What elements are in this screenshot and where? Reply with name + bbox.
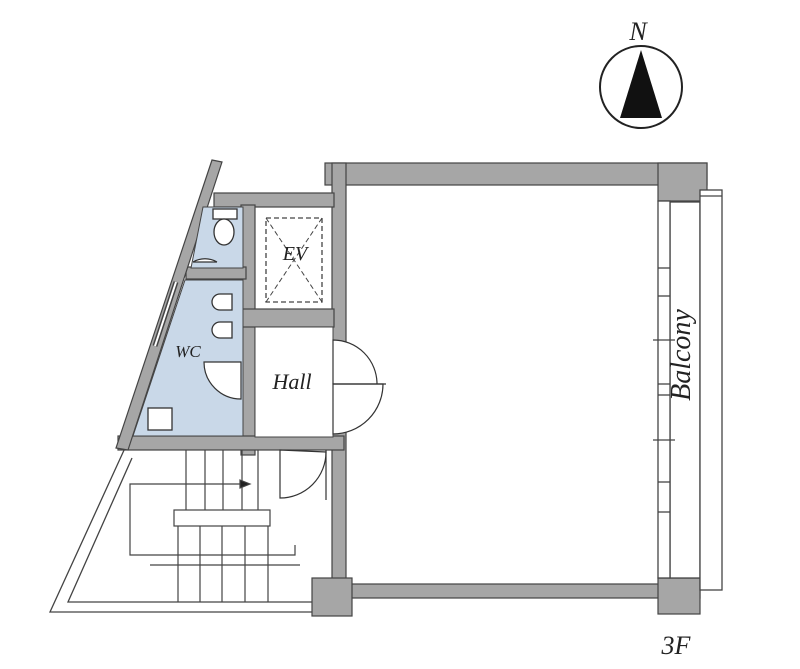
north-label: N	[628, 17, 648, 46]
elevator-shaft	[265, 217, 323, 303]
balcony	[653, 189, 723, 591]
urinal-icon	[211, 293, 233, 339]
staircase-icon	[129, 450, 300, 602]
balcony-label: Balcony	[666, 309, 697, 401]
toilet-icon	[212, 208, 238, 246]
stairwell-outline	[48, 447, 312, 613]
wc-door-swing-lower	[203, 361, 242, 400]
sink-icon	[147, 407, 173, 431]
double-door-swing	[332, 339, 386, 435]
ev-label: EV	[282, 243, 310, 265]
wc-door-swing	[192, 258, 218, 263]
hall-area	[254, 326, 334, 438]
wc-label: WC	[175, 342, 201, 361]
north-compass-icon: N	[599, 17, 683, 129]
floor-label: 3F	[661, 631, 692, 660]
stair-door-swing	[279, 449, 327, 500]
hall-label: Hall	[271, 369, 311, 394]
